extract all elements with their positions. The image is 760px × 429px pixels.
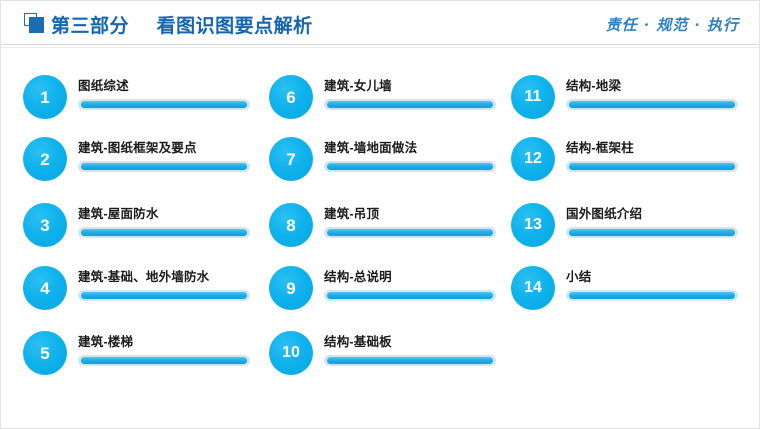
item-progress-bar-fill [81, 357, 247, 364]
header-slogan: 责任 · 规范 · 执行 [605, 16, 739, 34]
item-progress-bar [78, 161, 250, 172]
item-number-badge: 12 [511, 137, 555, 181]
list-item[interactable]: 5 建筑-楼梯 [23, 331, 253, 387]
list-item[interactable]: 1 图纸综述 [23, 75, 253, 131]
slide-header: 第三部分 看图识图要点解析 责任 · 规范 · 执行 [1, 1, 759, 44]
item-label: 结构-地梁 [566, 79, 622, 93]
item-progress-bar [566, 161, 738, 172]
item-progress-bar [78, 290, 250, 301]
item-progress-bar-fill [569, 163, 735, 170]
item-progress-bar [324, 161, 496, 172]
item-label: 国外图纸介绍 [566, 207, 643, 221]
item-label: 建筑-女儿墙 [324, 79, 392, 93]
item-progress-bar-fill [569, 101, 735, 108]
item-number-badge: 1 [23, 75, 67, 119]
item-progress-bar-fill [327, 357, 493, 364]
list-item[interactable]: 14 小结 [511, 266, 741, 322]
item-label: 小结 [566, 270, 592, 284]
item-progress-bar-fill [81, 229, 247, 236]
item-number-badge: 4 [23, 266, 67, 310]
item-number-badge: 8 [269, 203, 313, 247]
item-label: 结构-框架柱 [566, 141, 634, 155]
item-label: 建筑-屋面防水 [78, 207, 159, 221]
list-item[interactable]: 8 建筑-吊顶 [269, 203, 499, 259]
header-divider [1, 44, 759, 45]
item-progress-bar [78, 355, 250, 366]
item-progress-bar-fill [81, 292, 247, 299]
section-label: 第三部分 [51, 16, 130, 37]
item-progress-bar [324, 227, 496, 238]
item-number-badge: 7 [269, 137, 313, 181]
item-progress-bar [566, 99, 738, 110]
agenda-grid: 1 图纸综述 2 建筑-图纸框架及要点 3 建筑-屋面防水 4 建筑-基础、地外… [1, 48, 759, 428]
item-progress-bar [566, 227, 738, 238]
list-item[interactable]: 9 结构-总说明 [269, 266, 499, 322]
item-progress-bar-fill [569, 292, 735, 299]
list-item[interactable]: 10 结构-基础板 [269, 331, 499, 387]
square-marker-icon [24, 13, 45, 34]
item-label: 建筑-基础、地外墙防水 [78, 270, 210, 284]
item-progress-bar-fill [327, 292, 493, 299]
item-progress-bar-fill [327, 101, 493, 108]
item-progress-bar [324, 355, 496, 366]
item-label: 建筑-图纸框架及要点 [78, 141, 197, 155]
list-item[interactable]: 7 建筑-墙地面做法 [269, 137, 499, 193]
title-text: 看图识图要点解析 [156, 16, 313, 37]
item-progress-bar-fill [81, 163, 247, 170]
item-number-badge: 13 [511, 203, 555, 247]
list-item[interactable]: 2 建筑-图纸框架及要点 [23, 137, 253, 193]
item-number-badge: 5 [23, 331, 67, 375]
page-title: 第三部分 看图识图要点解析 [51, 11, 313, 38]
list-item[interactable]: 6 建筑-女儿墙 [269, 75, 499, 131]
item-progress-bar [78, 227, 250, 238]
item-progress-bar [566, 290, 738, 301]
header-divider-secondary [1, 47, 759, 48]
list-item[interactable]: 11 结构-地梁 [511, 75, 741, 131]
item-label: 建筑-楼梯 [78, 335, 134, 349]
item-number-badge: 6 [269, 75, 313, 119]
item-progress-bar-fill [327, 163, 493, 170]
item-label: 建筑-吊顶 [324, 207, 380, 221]
item-label: 结构-总说明 [324, 270, 392, 284]
item-number-badge: 11 [511, 75, 555, 119]
item-label: 结构-基础板 [324, 335, 392, 349]
square-marker-fill [29, 17, 44, 33]
item-number-badge: 10 [269, 331, 313, 375]
item-number-badge: 2 [23, 137, 67, 181]
item-progress-bar-fill [569, 229, 735, 236]
item-number-badge: 14 [511, 266, 555, 310]
item-label: 建筑-墙地面做法 [324, 141, 418, 155]
item-label: 图纸综述 [78, 79, 129, 93]
item-progress-bar [78, 99, 250, 110]
list-item[interactable]: 13 国外图纸介绍 [511, 203, 741, 259]
item-number-badge: 3 [23, 203, 67, 247]
item-progress-bar-fill [327, 229, 493, 236]
list-item[interactable]: 3 建筑-屋面防水 [23, 203, 253, 259]
item-progress-bar-fill [81, 101, 247, 108]
item-number-badge: 9 [269, 266, 313, 310]
item-progress-bar [324, 290, 496, 301]
list-item[interactable]: 4 建筑-基础、地外墙防水 [23, 266, 253, 322]
list-item[interactable]: 12 结构-框架柱 [511, 137, 741, 193]
item-progress-bar [324, 99, 496, 110]
